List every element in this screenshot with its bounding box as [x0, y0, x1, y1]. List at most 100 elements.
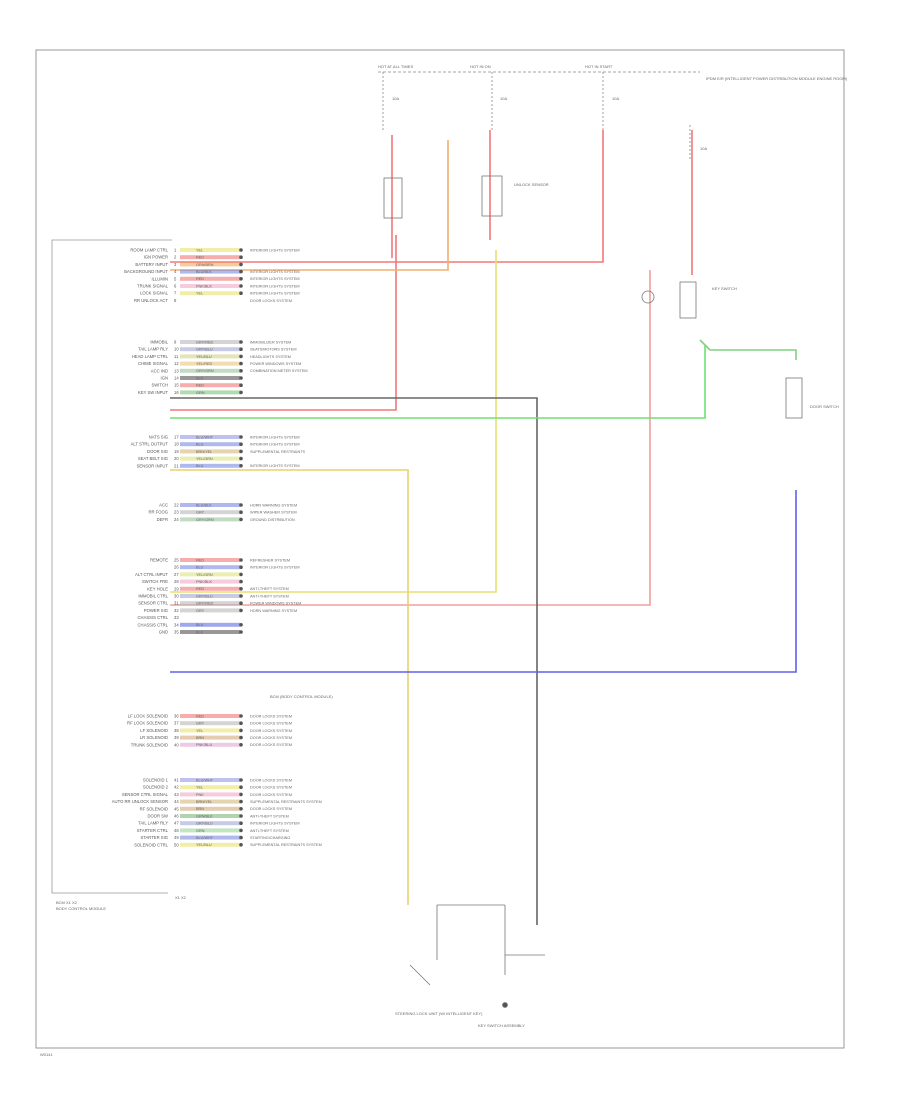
- pin-terminal-dot: [239, 376, 243, 380]
- destination-system-label: STARTING/CHARGING: [250, 836, 290, 840]
- pin-function-label: SENSOR CTRL SIGNAL: [122, 792, 169, 797]
- pin-function-label: POWER SIG: [144, 608, 168, 613]
- diagram-frame: [35, 49, 845, 1049]
- bus-label-3: HOT IN START: [585, 64, 613, 69]
- wire-yellow-2: [170, 469, 409, 905]
- wire-color-code: BLU/WHT: [196, 778, 214, 782]
- ground-dot: [502, 1002, 508, 1008]
- pin-number: 4: [174, 269, 177, 274]
- wire-color-stripe: [180, 442, 240, 447]
- destination-system-label: INTERIOR LIGHTS SYSTEM: [250, 566, 300, 570]
- destination-system-label: DOOR LOCKS SYSTEM: [250, 786, 292, 790]
- destination-system-label: INTERIOR LIGHTS SYSTEM: [250, 277, 300, 281]
- destination-system-label: ANTI-THEFT SYSTEM: [250, 829, 289, 833]
- wire-color-code: PNK: [196, 793, 204, 797]
- wire-color-code: BRN: [196, 736, 204, 740]
- destination-system-label: INTERIOR LIGHTS SYSTEM: [250, 464, 300, 468]
- pin-terminal-dot: [239, 284, 243, 288]
- pin-terminal-dot: [239, 517, 243, 522]
- pin-function-label: RF SOLENOID: [140, 806, 168, 811]
- pin-terminal-dot: [239, 347, 243, 352]
- pin-number: 18: [174, 442, 179, 447]
- pin-number: 24: [174, 517, 179, 522]
- wire-orange-1: [170, 140, 449, 271]
- wire-yellow-1: [170, 250, 497, 593]
- destination-system-label: INTERIOR LIGHTS SYSTEM: [250, 443, 300, 447]
- wire-color-code: BLU: [196, 566, 204, 570]
- wire-color-stripe: [180, 608, 240, 613]
- destination-system-label: DOOR LOCKS SYSTEM: [250, 736, 292, 740]
- pin-number: 29: [174, 586, 179, 591]
- wire-color-code: BLU/BLK: [196, 270, 212, 274]
- wire-color-stripe: [180, 778, 240, 782]
- pin-function-label: SENSOR CTRL: [138, 601, 168, 606]
- wire-color-code: RED: [196, 384, 204, 388]
- pin-function-label: CHASSIS CTRL: [138, 622, 169, 627]
- pin-number: 2: [174, 255, 177, 260]
- destination-system-label: IMMOBILIZER SYSTEM: [250, 340, 291, 344]
- wire-color-code: RED: [196, 714, 204, 718]
- pin-terminal-dot: [239, 714, 243, 718]
- bus-label-1: HOT AT ALL TIMES: [378, 64, 413, 69]
- ipdm-note: IPDM E/R (INTELLIGENT POWER DISTRIBUTION…: [706, 76, 848, 81]
- pin-function-label: DOOR SIG: [147, 449, 168, 454]
- wire-color-stripe: [180, 572, 240, 577]
- pin-function-label: ACC: [159, 503, 168, 508]
- wire-color-stripe: [180, 806, 240, 811]
- pin-number: 30: [174, 594, 179, 599]
- pin-terminal-dot: [239, 623, 243, 627]
- destination-system-label: WIPER WASHER SYSTEM: [250, 511, 297, 515]
- pin-terminal-dot: [239, 369, 243, 373]
- connector-footer-code: X1 X2: [175, 895, 187, 900]
- wire-color-stripe: [180, 721, 240, 726]
- pin-function-label: IMMOBIL CTRL: [138, 594, 168, 599]
- label-bottom-right-comp: KEY SWITCH ASSEMBLY: [478, 1023, 525, 1028]
- destination-system-label: DOOR LOCKS SYSTEM: [250, 722, 292, 726]
- wire-color-code: GRY/RED: [196, 602, 213, 606]
- pin-number: 19: [174, 449, 179, 454]
- label-main-module: BCM (BODY CONTROL MODULE): [270, 694, 333, 699]
- pin-number: 1: [174, 248, 177, 253]
- pin-number: 15: [174, 383, 179, 388]
- pin-terminal-dot: [239, 735, 243, 740]
- destination-system-label: INTERIOR LIGHTS SYSTEM: [250, 270, 300, 274]
- wire-color-code: YEL/GRN: [196, 573, 213, 577]
- wire-color-code: PNK/BLK: [196, 284, 213, 288]
- wire-color-stripe: [180, 601, 240, 606]
- pin-function-label: STARTER CTRL: [137, 828, 169, 833]
- pin-function-label: NATS SIG: [149, 435, 168, 440]
- wire-color-stripe: [180, 435, 240, 439]
- pin-number: 8: [174, 298, 177, 303]
- pin-number: 7: [174, 291, 177, 296]
- wire-color-code: BLU/WHT: [196, 435, 214, 439]
- wire-color-stripe: [180, 347, 240, 352]
- pin-terminal-dot: [239, 277, 243, 281]
- pin-number: 12: [174, 361, 179, 366]
- pin-number: 48: [174, 828, 179, 833]
- wire-color-stripe: [180, 828, 240, 833]
- wire-color-code: BLU: [196, 464, 204, 468]
- pin-function-label: LF SOLENOID: [140, 728, 168, 733]
- pin-number: 38: [174, 728, 179, 733]
- wire-color-code: GRN: [196, 829, 205, 833]
- wire-color-stripe: [180, 821, 240, 826]
- destination-system-label: DOOR LOCKS SYSTEM: [250, 778, 292, 782]
- pin-number: 28: [174, 579, 179, 584]
